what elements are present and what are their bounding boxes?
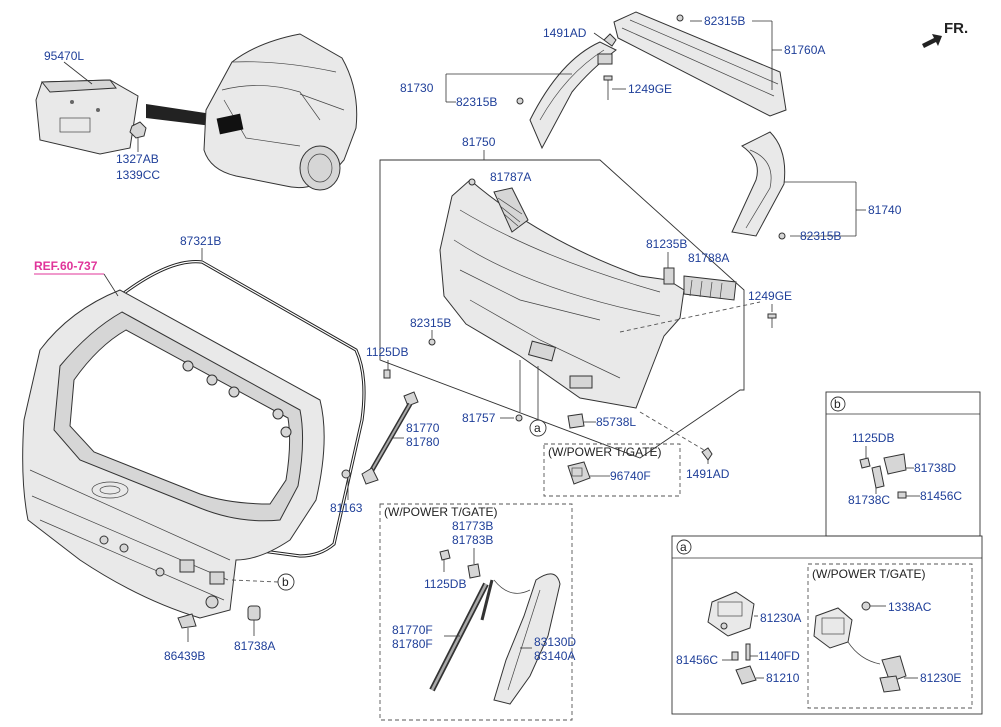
callout-1140FD: 1140FD — [758, 649, 800, 663]
callout-1339CC: 1339CC — [116, 168, 160, 182]
callout-81740: 81740 — [868, 203, 902, 217]
bolt-1249GE-right: 1249GE — [748, 289, 792, 328]
callout-81780F: 81780F — [392, 637, 433, 651]
front-arrow-icon — [922, 34, 942, 48]
detail-box-a: a 81230A 81456C 1140FD 81210 (W/POWER T/… — [671, 535, 983, 715]
callout-81163: 81163 — [330, 501, 363, 515]
clip-1491AD-bottom: 1491AD — [639, 411, 730, 481]
strut-81770: 1125DB 81770 81780 — [361, 345, 440, 485]
callout-81788A: 81788A — [688, 251, 729, 265]
callout-1125DB-b: 1125DB — [852, 431, 894, 445]
vehicle-rear-view — [203, 33, 358, 191]
callout-85738L: 85738L — [596, 415, 636, 429]
callout-81760A: 81760A — [784, 43, 825, 57]
stopper-81738A: 81738A — [234, 605, 275, 653]
callout-81730: 81730 — [400, 81, 434, 95]
group-power-tgate-strut: (W/POWER T/GATE) 81773B 81783B 1125DB 81… — [379, 503, 576, 721]
circle-ref-b: b — [231, 573, 295, 591]
callout-82315B-top: 82315B — [704, 14, 745, 28]
group-power-tgate-96740F: (W/POWER T/GATE) 96740F — [543, 443, 681, 497]
callout-81456C-a: 81456C — [676, 653, 718, 667]
callout-95470L: 95470L — [44, 49, 84, 63]
spoiler-81760A: 82315B 81760A — [613, 11, 825, 117]
panel-outline — [379, 159, 745, 459]
circle-label-a: a — [534, 421, 541, 435]
power-latch-81230E: 1338AC 81230E — [813, 600, 961, 693]
clip-82315B-left: 82315B — [410, 316, 451, 346]
callout-81230A: 81230A — [760, 611, 801, 625]
callout-81738C: 81738C — [848, 493, 890, 507]
group-label-power-tgate-1: (W/POWER T/GATE) — [548, 445, 662, 459]
circle-label-b: b — [282, 575, 289, 589]
callout-1327AB: 1327AB — [116, 152, 159, 166]
callout-81780: 81780 — [406, 435, 440, 449]
grille-81788A: 81788A — [683, 251, 737, 301]
callout-1249GE-right: 1249GE — [748, 289, 792, 303]
callout-81773B: 81773B — [452, 519, 493, 533]
clip-81757: 81757 — [462, 360, 523, 425]
callout-81456C-b: 81456C — [920, 489, 962, 503]
reference-label: REF.60-737 — [34, 259, 98, 273]
grille-81787A: 81787A — [490, 170, 531, 233]
module-95470L: 95470L — [35, 49, 139, 155]
tailgate-panel — [22, 289, 325, 619]
callout-81787A: 81787A — [490, 170, 531, 184]
callout-1491AD-bottom: 1491AD — [686, 467, 730, 481]
callout-1125DB-left: 1125DB — [366, 345, 408, 359]
weatherstrip-87321B: 87321B — [119, 234, 366, 558]
callout-83140A: 83140A — [534, 649, 575, 663]
callout-87321B: 87321B — [180, 234, 221, 248]
callout-81235B: 81235B — [646, 237, 687, 251]
bracket-85738L: 85738L — [567, 413, 636, 429]
callout-1491AD-top: 1491AD — [543, 26, 587, 40]
callout-81783B: 81783B — [452, 533, 493, 547]
callout-1249GE-top: 1249GE — [628, 82, 672, 96]
callout-82315B-right: 82315B — [800, 229, 841, 243]
reference-link: REF.60-737 — [34, 259, 119, 297]
clip-1491AD-top: 1491AD — [543, 26, 617, 47]
callout-83130D: 83130D — [534, 635, 576, 649]
callout-81770F: 81770F — [392, 623, 433, 637]
callout-86439B: 86439B — [164, 649, 205, 663]
trim-panel-group-81750: 81750 — [379, 135, 745, 459]
callout-82315B-mid: 82315B — [456, 95, 497, 109]
callout-81770: 81770 — [406, 421, 440, 435]
latch-81230A: 81230A — [707, 591, 801, 637]
bumper-86439B: 86439B — [164, 613, 205, 663]
callout-81738D: 81738D — [914, 461, 956, 475]
callout-1338AC: 1338AC — [888, 600, 932, 614]
trim-81740: 81740 82315B — [731, 131, 902, 243]
callout-81230E: 81230E — [920, 671, 961, 685]
nut-1327AB: 1327AB 1339CC — [116, 121, 160, 182]
side-trim-81730: 81730 82315B — [400, 41, 617, 150]
group-label-power-tgate-2: (W/POWER T/GATE) — [384, 505, 498, 519]
group-label-power-tgate-3: (W/POWER T/GATE) — [812, 567, 926, 581]
box-b-label: b — [834, 397, 841, 411]
circle-ref-a: a — [529, 366, 547, 437]
box-a-label: a — [680, 540, 687, 554]
detail-box-b: b 1125DB 81738D 81738C 81456C — [825, 391, 981, 537]
clip-81235B: 81235B — [646, 237, 687, 285]
callout-81757: 81757 — [462, 411, 496, 425]
callout-81750: 81750 — [462, 135, 496, 149]
front-label: FR. — [944, 20, 968, 37]
callout-82315B-left: 82315B — [410, 316, 451, 330]
callout-1125DB-pt: 1125DB — [424, 577, 466, 591]
callout-81210: 81210 — [766, 671, 800, 685]
bolt-1249GE-top: 1249GE — [603, 75, 672, 100]
bumper-81163: 81163 — [330, 469, 363, 515]
callout-96740F: 96740F — [610, 469, 651, 483]
front-direction-indicator: FR. — [922, 20, 968, 48]
callout-81738A: 81738A — [234, 639, 275, 653]
